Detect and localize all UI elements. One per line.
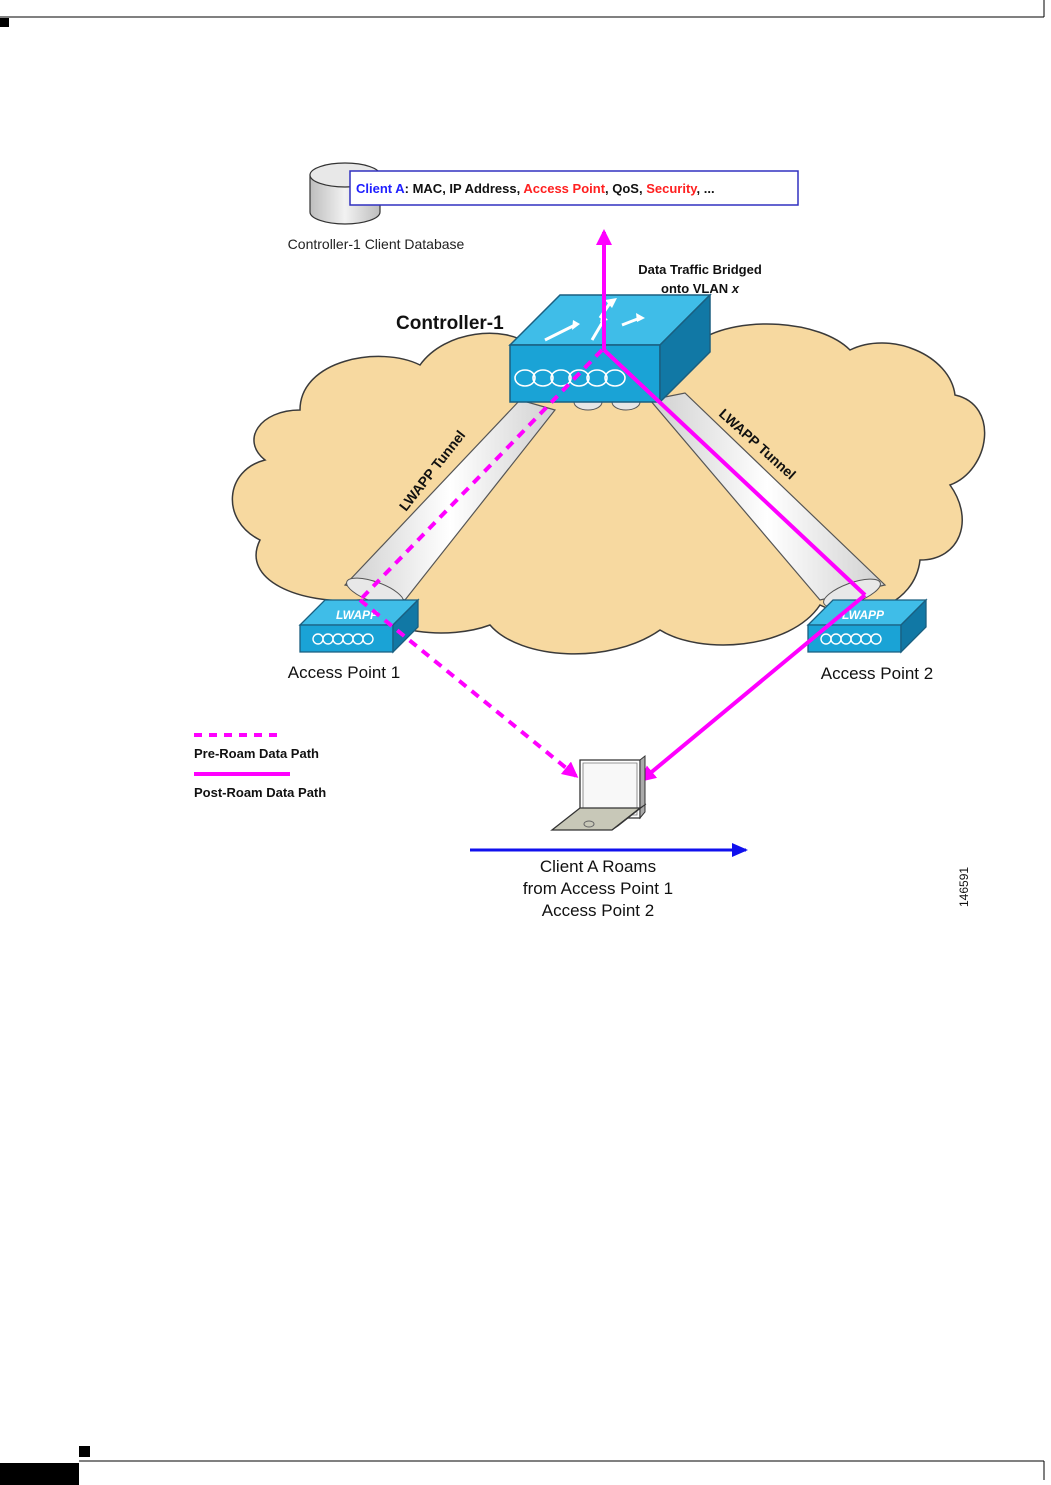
client-record-part-4: , ... (697, 181, 715, 196)
client-record-name: Client A (356, 181, 405, 196)
legend-pre-roam-label: Pre-Roam Data Path (194, 746, 319, 761)
client-record-part-0: MAC, IP Address, (413, 181, 524, 196)
laptop-icon (552, 756, 646, 830)
page-top-rule (0, 0, 1044, 27)
access-point-1-icon: LWAPP (300, 600, 418, 652)
legend-post-roam-label: Post-Roam Data Path (194, 785, 326, 800)
traffic-label-line1: Data Traffic Bridged (638, 262, 762, 277)
controller-label: Controller-1 (396, 313, 504, 334)
traffic-label-line2: onto VLAN x (661, 281, 740, 296)
roam-label-line2: from Access Point 1 (523, 879, 673, 898)
client-record-box: Client A: MAC, IP Address, Access Point,… (350, 171, 798, 205)
roam-label-line1: Client A Roams (540, 857, 656, 876)
database-label: Controller-1 Client Database (288, 236, 465, 252)
roam-label-line3: Access Point 2 (542, 901, 654, 920)
client-record: Client A: MAC, IP Address, Access Point,… (356, 181, 715, 196)
client-record-part-2: , QoS, (605, 181, 646, 196)
client-record-part-1: Access Point (523, 181, 605, 196)
client-record-part-3: Security (646, 181, 698, 196)
ap1-label: Access Point 1 (288, 663, 400, 682)
page-bottom-rule (0, 1446, 1044, 1485)
legend: Pre-Roam Data Path Post-Roam Data Path (194, 735, 326, 800)
figure-id: 146591 (957, 867, 971, 907)
ap2-label: Access Point 2 (821, 664, 933, 683)
